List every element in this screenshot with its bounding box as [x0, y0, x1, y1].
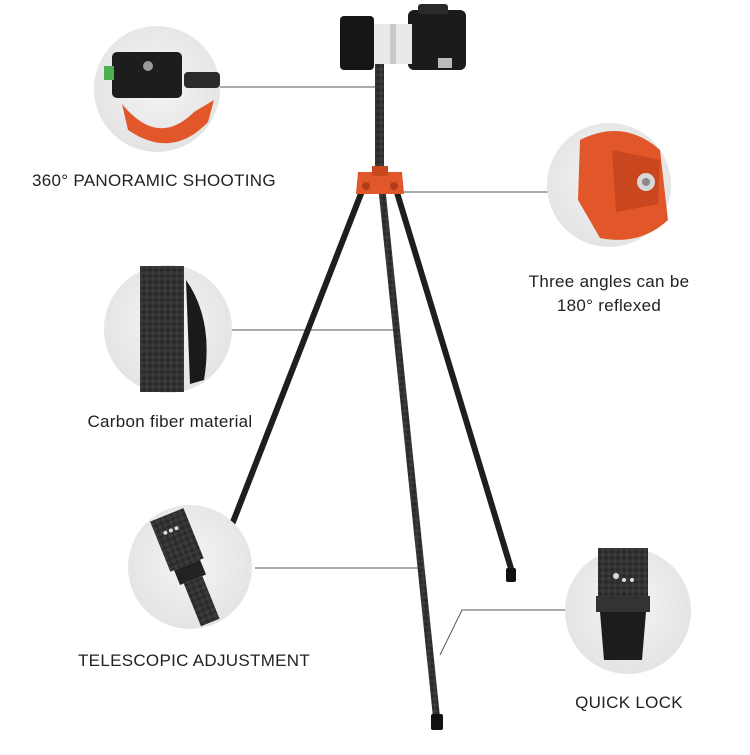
feature-label-panoramic: 360° PANORAMIC SHOOTING [32, 171, 276, 190]
detail-circle-carbon [104, 265, 232, 393]
foot-right [506, 568, 516, 582]
detail-circle-quick-lock [565, 548, 691, 674]
tripod-leg-center [378, 186, 441, 726]
detail-circle-angles [547, 123, 671, 247]
feature-label-angles-line1: Three angles can be [528, 272, 690, 291]
callout-line-quick-lock [439, 609, 565, 656]
feature-label-telescopic: TELESCOPIC ADJUSTMENT [78, 651, 311, 670]
center-column [375, 62, 384, 180]
feature-label-carbon: Carbon fiber material [87, 412, 253, 431]
tripod-legs [230, 183, 516, 730]
tripod-leg-right [392, 183, 516, 578]
detail-circle-telescopic [128, 505, 252, 629]
detail-circle-head [94, 26, 220, 152]
feature-label-quick-lock: QUICK LOCK [575, 693, 683, 712]
tripod-leg-left [230, 183, 367, 525]
camera [340, 4, 466, 70]
feature-label-angles-line2: 180° reflexed [556, 296, 662, 315]
foot-center [431, 714, 443, 730]
leg-hub [356, 166, 404, 194]
callout-lines [218, 86, 565, 656]
feature-label-angles: Three angles can be 180° reflexed [500, 270, 718, 318]
